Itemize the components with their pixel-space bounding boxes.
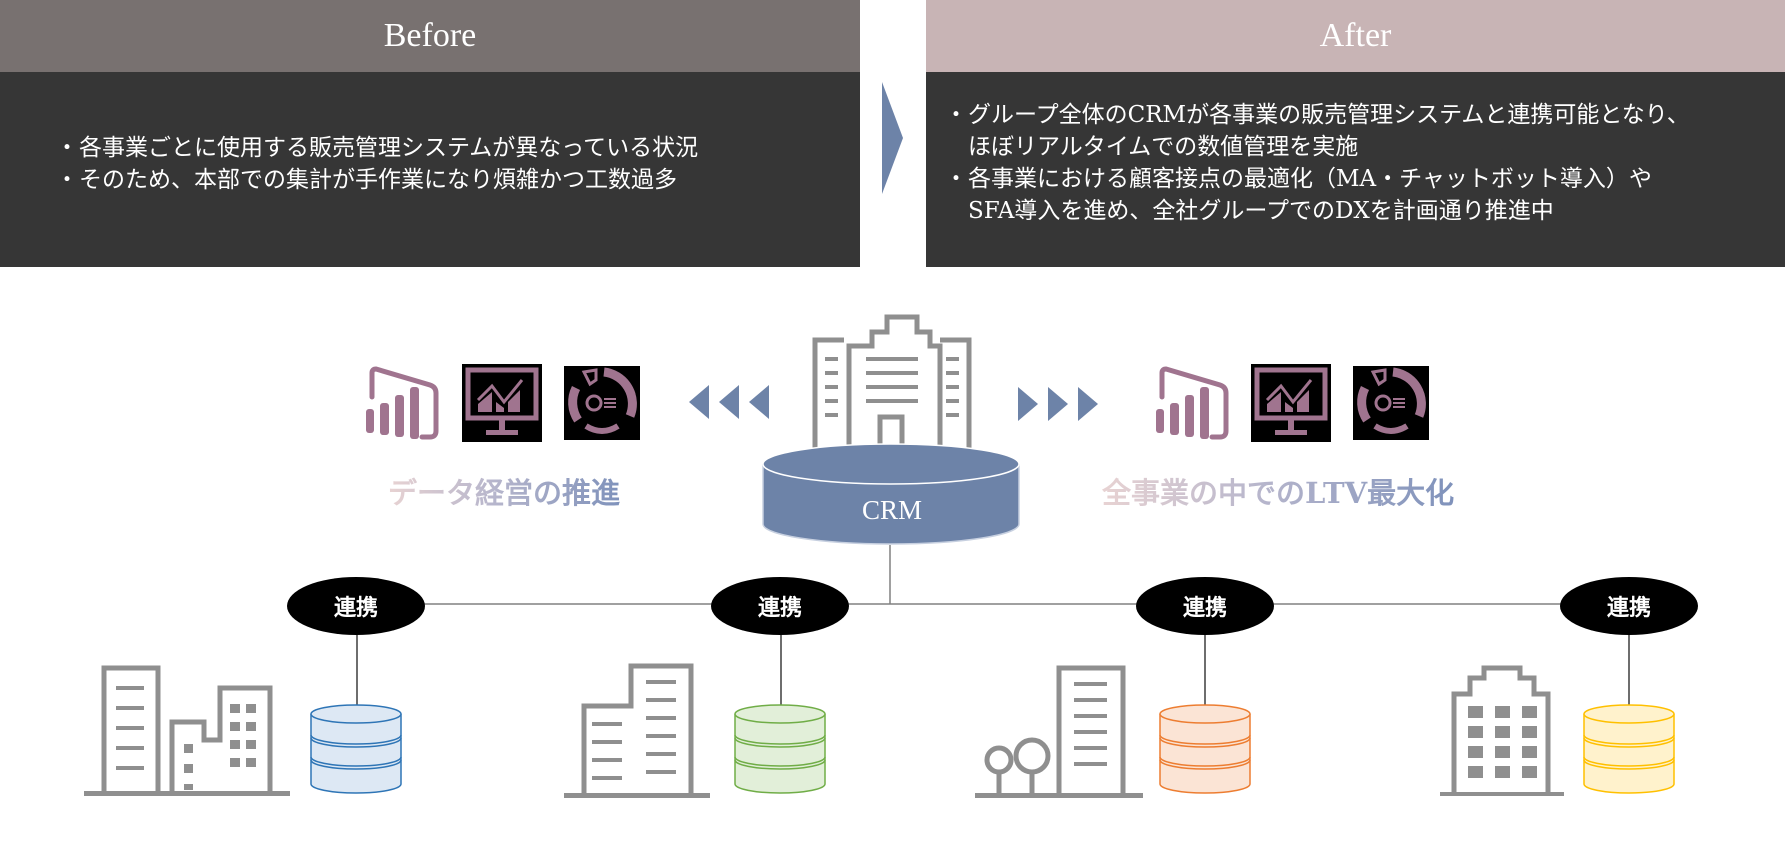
after-bullet: ・ 各事業における顧客接点の最適化（MA・チャットボット導入）や SFA導入を進… (944, 163, 1785, 227)
link-badge-1: 連携 (287, 577, 425, 635)
left-goal-label: データ経営の推進 (388, 470, 620, 512)
dashboard-donut-icon (564, 366, 640, 440)
power-bi-icon (1156, 366, 1229, 440)
bullet-text: グループ全体のCRMが各事業の販売管理システムと連携可能となり、 ほぼリアルタイ… (968, 102, 1690, 160)
building-with-trees-icon (975, 665, 1143, 798)
after-body: ・ グループ全体のCRMが各事業の販売管理システムと連携可能となり、 ほぼリアル… (926, 72, 1785, 267)
before-title: Before (0, 0, 860, 72)
bullet-mark: ・ (55, 166, 79, 193)
after-panel: After ・ グループ全体のCRMが各事業の販売管理システムと連携可能となり、… (926, 0, 1785, 267)
right-arrows-icon (1018, 387, 1104, 421)
right-goal-label: 全事業の中でのLTV最大化 (1102, 470, 1454, 512)
monitor-chart-icon (1251, 364, 1331, 442)
bullet-mark: ・ (55, 134, 79, 161)
before-body: ・ 各事業ごとに使用する販売管理システムが異なっている状況 ・ そのため、本部で… (0, 72, 860, 267)
after-title: After (926, 0, 1785, 72)
after-bullet: ・ グループ全体のCRMが各事業の販売管理システムと連携可能となり、 ほぼリアル… (944, 99, 1785, 163)
link-badge-2: 連携 (711, 577, 849, 635)
crm-label: CRM (861, 495, 923, 525)
tower-building-icon (1440, 665, 1564, 796)
before-bullet: ・ 各事業ごとに使用する販売管理システムが異なっている状況 (55, 132, 860, 164)
crm-database-icon (762, 443, 1020, 545)
database-icon-orange (1159, 704, 1251, 794)
headquarters-building-icon (812, 314, 972, 450)
database-icon-blue (310, 704, 402, 794)
office-buildings-icon (84, 665, 290, 796)
before-panel: Before ・ 各事業ごとに使用する販売管理システムが異なっている状況 ・ そ… (0, 0, 860, 267)
dashboard-donut-icon (1353, 366, 1429, 440)
bullet-mark: ・ (944, 102, 968, 128)
bullet-mark: ・ (944, 166, 968, 192)
office-building-icon (564, 663, 710, 798)
link-badge-4: 連携 (1560, 577, 1698, 635)
before-bullet: ・ そのため、本部での集計が手作業になり煩雑かつ工数過多 (55, 164, 860, 196)
database-icon-green (734, 704, 826, 794)
before-after-arrow-icon (882, 82, 903, 194)
left-arrows-icon (689, 385, 775, 419)
link-badge-3: 連携 (1136, 577, 1274, 635)
bullet-text: 各事業における顧客接点の最適化（MA・チャットボット導入）や SFA導入を進め、… (968, 166, 1652, 224)
monitor-chart-icon (462, 364, 542, 442)
bullet-text: そのため、本部での集計が手作業になり煩雑かつ工数過多 (79, 166, 677, 193)
database-icon-yellow (1583, 704, 1675, 794)
bullet-text: 各事業ごとに使用する販売管理システムが異なっている状況 (79, 134, 699, 161)
power-bi-icon (366, 366, 439, 440)
